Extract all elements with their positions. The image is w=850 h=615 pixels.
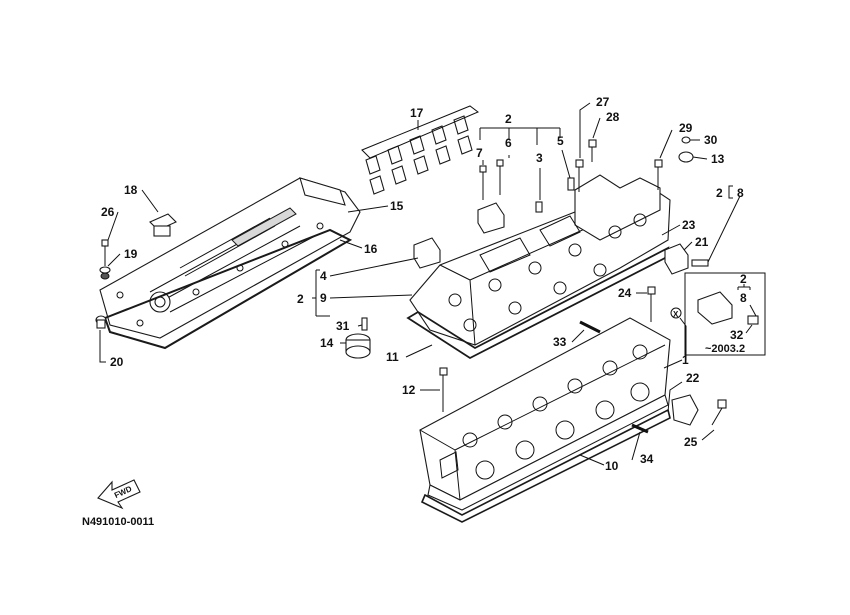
- inset-callout-8: 8: [740, 291, 747, 305]
- callout-7: 7: [476, 146, 483, 160]
- inset-callout-32: 32: [730, 328, 744, 342]
- callout-17: 17: [410, 106, 424, 120]
- callout-10: 10: [605, 459, 619, 473]
- callout-4: 4: [320, 269, 327, 283]
- callout-8: 8: [737, 186, 744, 200]
- cap-bolts: [479, 139, 663, 213]
- cylinder-head-cover: [99, 177, 361, 339]
- drawing-code: N491010-0011: [82, 516, 154, 528]
- cam-carrier: [409, 174, 671, 346]
- side-cover: [664, 243, 709, 275]
- oil-filler-cap: [149, 213, 177, 237]
- tappet-and-screw: [345, 317, 371, 359]
- cylinder-head: [419, 317, 671, 511]
- callout-24: 24: [618, 286, 632, 300]
- marker-x-label: X: [673, 310, 679, 319]
- callout-2-left: 2: [297, 292, 304, 306]
- callout-21: 21: [695, 235, 709, 249]
- callout-3: 3: [536, 151, 543, 165]
- callout-33: 33: [553, 335, 567, 349]
- callout-22: 22: [686, 371, 700, 385]
- callout-18: 18: [124, 183, 138, 197]
- callout-34: 34: [640, 452, 654, 466]
- callout-30: 30: [704, 133, 718, 147]
- callout-labels: 17 2 7 6 5 3 27 28 29 30 13 2 8 23 21 15…: [101, 95, 747, 473]
- inset-box: [684, 272, 766, 356]
- marker-x: [670, 307, 682, 319]
- cam-carrier-gasket: [406, 246, 670, 360]
- inset-note: ~2003.2: [705, 343, 745, 355]
- callout-11: 11: [386, 350, 399, 364]
- callout-19: 19: [124, 247, 138, 261]
- camshaft-bearing-caps: [361, 105, 479, 195]
- cover-bolt: [99, 239, 111, 280]
- cover-grommet: [95, 315, 107, 329]
- head-gasket: [420, 408, 671, 523]
- inset-callout-2: 2: [740, 272, 747, 286]
- callout-13: 13: [711, 152, 725, 166]
- fwd-arrow: FWD: [97, 479, 141, 510]
- callout-12: 12: [402, 383, 416, 397]
- callout-29: 29: [679, 121, 693, 135]
- callout-26: 26: [101, 205, 115, 219]
- callout-28: 28: [606, 110, 620, 124]
- callout-25: 25: [684, 435, 698, 449]
- callout-14: 14: [320, 336, 334, 350]
- blind-plug: [678, 136, 694, 163]
- callout-9: 9: [320, 291, 327, 305]
- callout-1: 1: [682, 353, 689, 367]
- leader-lines: [99, 102, 757, 466]
- callout-5: 5: [557, 134, 564, 148]
- callout-15: 15: [390, 199, 404, 213]
- callout-16: 16: [364, 242, 378, 256]
- callout-23: 23: [682, 218, 696, 232]
- callout-27: 27: [596, 95, 610, 109]
- callout-2-right: 2: [716, 186, 723, 200]
- callout-6: 6: [505, 136, 512, 150]
- head-bolts: [439, 286, 727, 434]
- head-cover-gasket: [103, 228, 353, 350]
- callout-31: 31: [336, 319, 350, 333]
- bearing-cap-front: [413, 202, 505, 269]
- head-end-cover: [671, 394, 699, 426]
- callout-2: 2: [505, 112, 512, 126]
- callout-20: 20: [110, 355, 124, 369]
